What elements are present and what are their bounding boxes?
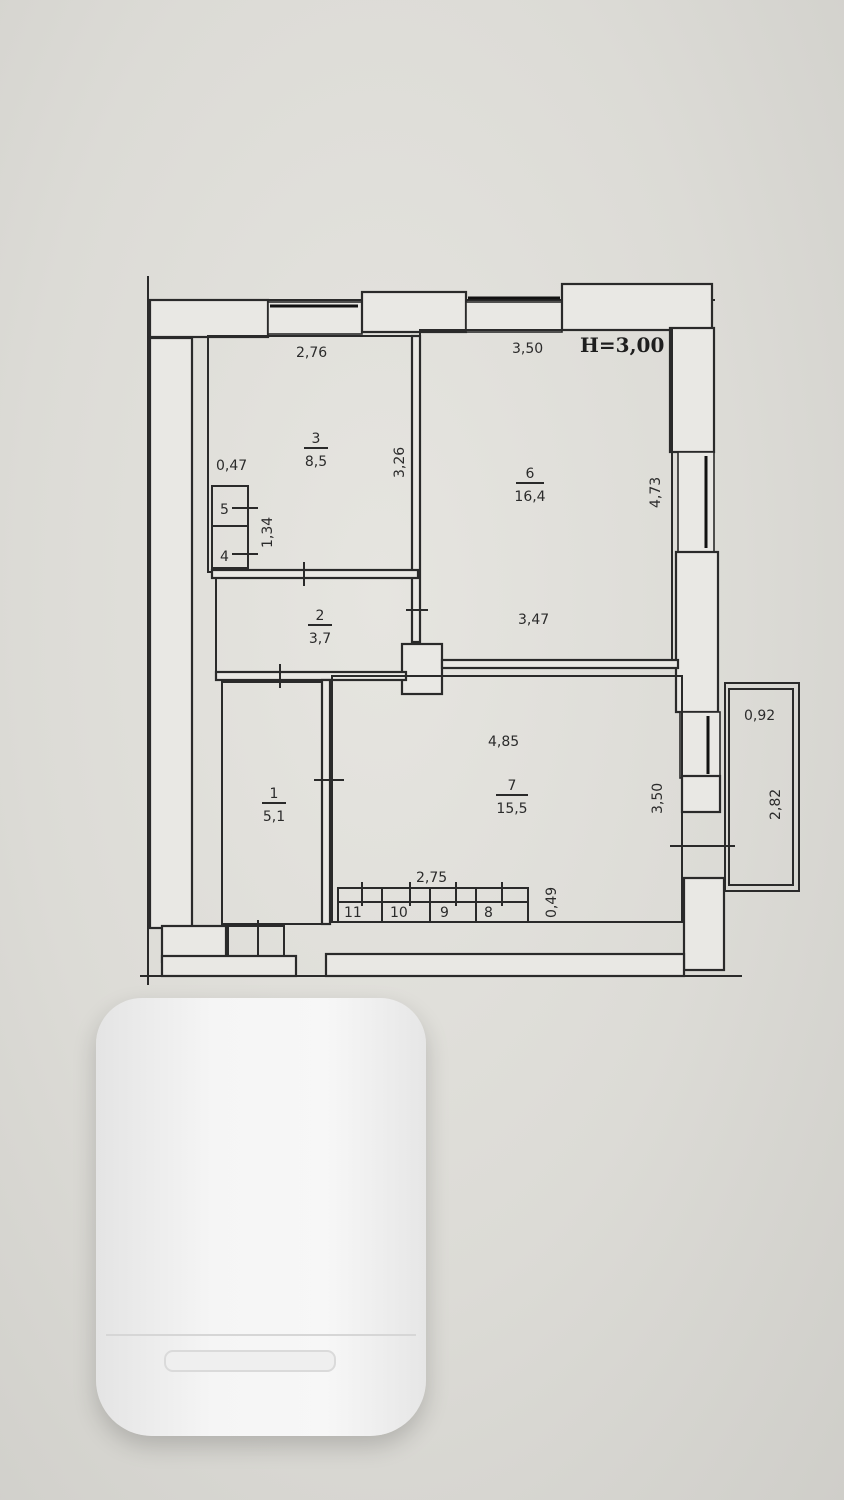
room-2-number: 2	[316, 608, 325, 624]
room-10-number: 10	[390, 905, 408, 921]
dim-room7-height: 3,50	[650, 783, 666, 814]
room-9-number: 9	[440, 905, 449, 921]
bottom-wall-right	[324, 952, 686, 978]
room-1-area: 5,1	[263, 809, 285, 825]
partition-3-6	[410, 334, 422, 644]
dim-room6-width: 3,50	[512, 341, 543, 357]
storage-outline	[337, 887, 529, 923]
left-wall	[148, 336, 194, 930]
room-6-outline	[419, 329, 673, 661]
height-label: H=3,00	[580, 333, 664, 357]
room-5-number: 5	[220, 502, 229, 518]
bottom-wall-step	[160, 954, 298, 978]
room-3-number: 3	[312, 431, 321, 447]
room-6-area: 16,4	[514, 489, 545, 505]
dim-storage-width: 2,75	[416, 870, 447, 886]
dim-room7-width: 4,85	[488, 734, 519, 750]
room-6-number: 6	[526, 466, 535, 482]
room-7-area: 15,5	[496, 801, 527, 817]
room-2-label: 2 3,7	[308, 608, 332, 647]
balcony-inner	[728, 688, 794, 886]
earbuds-case	[96, 998, 426, 1436]
window-right-2	[679, 711, 721, 779]
dim-room3-height: 3,26	[392, 447, 408, 478]
room-6-label: 6 16,4	[514, 466, 545, 505]
room-2-area: 3,7	[309, 631, 331, 647]
room-1-number: 1	[270, 786, 279, 802]
top-wall-pier	[360, 290, 468, 334]
dim-closet-width: 0,47	[216, 458, 247, 474]
balcony-outline	[724, 682, 800, 892]
room-7-outline	[331, 675, 683, 923]
dim-balcony-width: 0,92	[744, 708, 775, 724]
right-wall-upper	[668, 326, 716, 454]
room-1-label: 1 5,1	[262, 786, 286, 825]
dim-room6-inner: 3,47	[518, 612, 549, 628]
right-wall-pier	[680, 774, 722, 814]
dim-room3-width: 2,76	[296, 345, 327, 361]
wall-3-2	[210, 568, 420, 580]
wall-6-7	[440, 658, 680, 670]
right-wall-lower	[682, 876, 726, 972]
case-lid-seam	[106, 1334, 416, 1336]
case-notch	[164, 1350, 336, 1372]
dim-balcony-length: 2,82	[768, 789, 784, 820]
dim-room6-height: 4,73	[648, 477, 664, 508]
room-3-area: 8,5	[305, 454, 327, 470]
column	[400, 642, 444, 696]
wall-1-7	[320, 678, 332, 926]
top-wall-left	[148, 298, 270, 339]
room-4-number: 4	[220, 549, 229, 565]
dim-closet-height: 1,34	[260, 517, 276, 548]
top-wall-right	[560, 282, 714, 332]
room-3-label: 3 8,5	[304, 431, 328, 470]
window-right-1	[677, 451, 715, 553]
dim-storage-depth: 0,49	[544, 887, 560, 918]
room-8-number: 8	[484, 905, 493, 921]
room-7-number: 7	[508, 778, 517, 794]
entrance-outline	[227, 925, 285, 957]
window-top-2	[465, 301, 563, 333]
room-11-number: 11	[344, 905, 362, 921]
room-7-label: 7 15,5	[496, 778, 528, 817]
